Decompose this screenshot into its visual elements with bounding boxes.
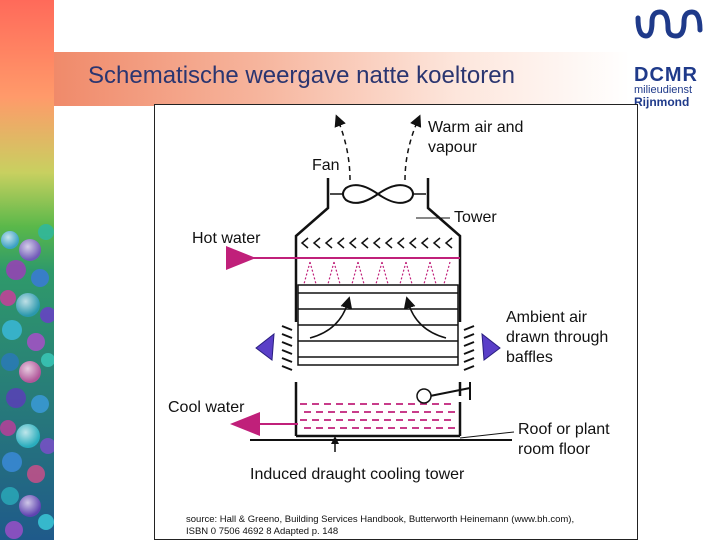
dcmr-logo-icon (635, 9, 703, 39)
label-ambient-air-3: baffles (506, 349, 553, 366)
decorative-side-strip (0, 0, 54, 540)
air-baffles-left (281, 325, 293, 371)
label-roof-1: Roof or plant (518, 421, 610, 438)
label-warm-air-2: vapour (428, 139, 478, 156)
tower-outline (294, 178, 462, 438)
drain-icon (331, 436, 339, 444)
label-tower: Tower (454, 209, 497, 226)
slide-title: Schematische weergave natte koeltoren (88, 62, 515, 89)
air-baffles-right (463, 325, 475, 371)
warm-air-arrow-left (334, 114, 351, 181)
water-spray (303, 261, 451, 285)
logo-text-milieudienst: milieudienst (634, 84, 693, 96)
label-ambient-air-2: drawn through (506, 329, 608, 346)
air-inlet-arrow-left (255, 332, 275, 361)
internal-airflow (309, 296, 447, 339)
decorative-gradient-graphic (0, 0, 54, 540)
label-warm-air-1: Warm air and (428, 119, 523, 136)
diagram-caption: Induced draught cooling tower (250, 466, 465, 483)
warm-air-arrow-right (404, 114, 422, 181)
label-roof-2: room floor (518, 441, 591, 458)
source-line-2: ISBN 0 7506 4692 8 Adapted p. 148 (186, 526, 338, 537)
fan-icon (330, 184, 426, 204)
logo-text-dcmr: DCMR (634, 64, 698, 86)
label-fan: Fan (312, 157, 340, 174)
float-valve-icon (416, 382, 471, 404)
drift-eliminators (300, 237, 453, 249)
air-inlet-arrow-right (481, 332, 501, 361)
label-cool-water: Cool water (168, 399, 245, 416)
fill-packing (297, 284, 459, 366)
label-hot-water: Hot water (192, 230, 261, 247)
source-line-1: source: Hall & Greeno, Building Services… (186, 514, 574, 525)
title-band (54, 52, 630, 106)
label-ambient-air-1: Ambient air (506, 309, 588, 326)
diagram-frame (154, 104, 638, 540)
roof-leader-line (459, 431, 515, 439)
cold-water-basin (300, 403, 456, 429)
logo-text-rijnmond: Rijnmond (634, 95, 690, 109)
